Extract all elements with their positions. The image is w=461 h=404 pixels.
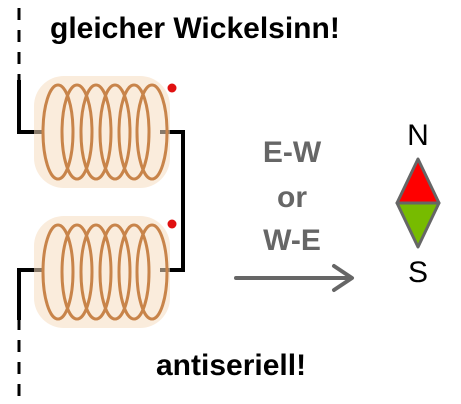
arrow-label-or: or [277,181,307,214]
series-connection-wire [160,130,185,272]
title-text: gleicher Wickelsinn! [50,12,340,45]
upper-coil-icon [34,76,170,188]
south-pole [395,201,441,249]
north-label: N [407,119,429,152]
lower-coil-icon [34,216,170,328]
arrow-label-ew: E-W [263,136,322,169]
upper-polarity-dot [167,83,177,93]
arrow-right-icon [234,264,354,292]
north-pole [395,157,441,205]
compass-needle-icon [395,157,441,249]
arrow-label-we: W-E [263,224,321,257]
caption-text: antiseriell! [156,349,306,382]
south-label: S [408,256,428,289]
lower-polarity-dot [167,219,177,229]
